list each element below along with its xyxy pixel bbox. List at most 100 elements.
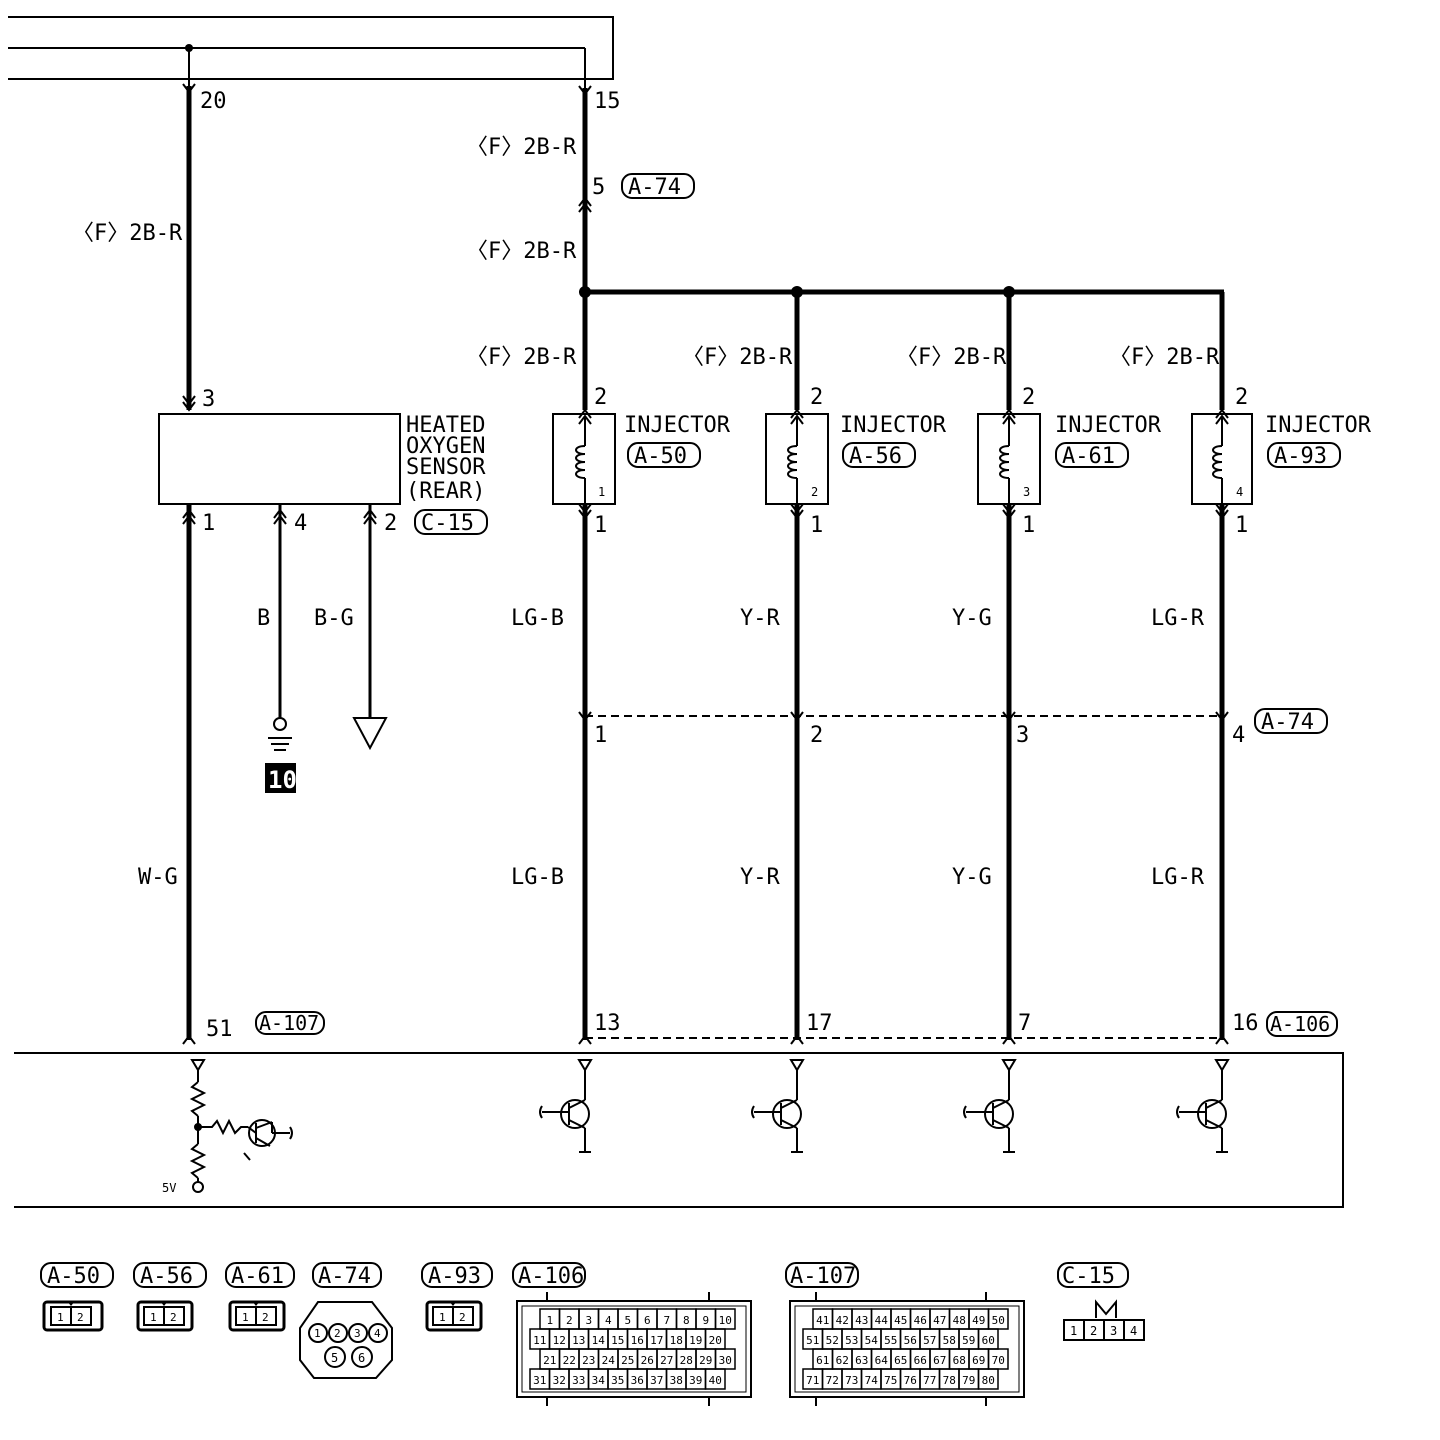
top-pin-left: 20 xyxy=(200,89,227,114)
legend-connector-a61: A-61 1 2 xyxy=(225,1262,295,1332)
a74-pin: 4 xyxy=(1232,723,1245,748)
injector-title: INJECTOR xyxy=(624,413,731,438)
connector-tag-a74: A-74 xyxy=(628,175,681,200)
legend-pin: 41 xyxy=(816,1314,829,1327)
legend-pin: 76 xyxy=(904,1374,917,1387)
legend-pin: 4 xyxy=(1130,1324,1137,1338)
injector-a93: 〈F〉2B-R 2 4 1 INJECTOR A-93 LG-R 4 LG-R … xyxy=(1109,292,1372,1045)
legend-pin: 2 xyxy=(459,1311,466,1324)
ground-point-badge xyxy=(265,763,296,793)
legend-pin: 47 xyxy=(933,1314,946,1327)
legend-label: A-56 xyxy=(140,1264,193,1289)
legend-pin: 48 xyxy=(953,1314,966,1327)
legend-pin: 56 xyxy=(904,1334,917,1347)
injector-a56: 〈F〉2B-R 2 2 1 INJECTOR A-56 Y-R 2 Y-R 17 xyxy=(682,292,947,1045)
connector-tag-frame xyxy=(414,509,488,535)
ecu-sensor-input-circuit xyxy=(189,1059,293,1193)
legend-pin: 6 xyxy=(358,1351,365,1365)
legend-pin: 28 xyxy=(680,1354,693,1367)
legend-pin: 69 xyxy=(972,1354,985,1367)
ecu-driver-transistor xyxy=(539,1059,593,1153)
legend-connector-a50: A-50 1 2 xyxy=(40,1262,114,1332)
legend-pin: 51 xyxy=(806,1334,819,1347)
legend-pin: 21 xyxy=(543,1354,556,1367)
wire-label-b-g: B-G xyxy=(314,606,354,631)
legend-pin: 15 xyxy=(611,1334,624,1347)
legend-pin: 60 xyxy=(982,1334,995,1347)
wire-label: Y-G xyxy=(952,606,992,631)
a74-pin: 2 xyxy=(810,723,823,748)
wire-label: LG-B xyxy=(511,606,564,631)
a74-pin: 3 xyxy=(1016,723,1029,748)
legend-pin: 66 xyxy=(914,1354,927,1367)
ecu-pin: 13 xyxy=(594,1011,621,1036)
connector-tag-a107: A-107 xyxy=(259,1011,319,1035)
legend-pin: 33 xyxy=(572,1374,585,1387)
legend-pin: 4 xyxy=(374,1327,381,1340)
injector-pin-top: 2 xyxy=(594,385,607,410)
sensor-title-line: HEATED xyxy=(406,413,485,438)
legend-pin: 46 xyxy=(914,1314,927,1327)
legend-pin: 80 xyxy=(982,1374,995,1387)
injector-pin-bottom: 1 xyxy=(594,513,607,538)
legend-pin: 11 xyxy=(533,1334,546,1347)
legend-pin: 32 xyxy=(553,1374,566,1387)
legend-pin: 53 xyxy=(845,1334,858,1347)
legend-pin: 49 xyxy=(972,1314,985,1327)
injector-pin-bottom: 1 xyxy=(1235,513,1248,538)
heated-oxygen-sensor-box xyxy=(158,413,401,505)
ecu-pin-51: 51 xyxy=(206,1017,233,1042)
legend-connector-c15: C-15 1 2 3 4 xyxy=(1057,1262,1145,1341)
connector-tag-c15: C-15 xyxy=(421,511,474,536)
legend-pin-cell xyxy=(704,1368,726,1390)
legend-pin: 3 xyxy=(354,1327,361,1340)
wire-label-2b-r: 〈F〉2B-R xyxy=(466,135,577,160)
legend-pin: 67 xyxy=(933,1354,946,1367)
legend-pin: 2 xyxy=(566,1314,573,1327)
legend-pin: 18 xyxy=(670,1334,683,1347)
legend-pin: 20 xyxy=(709,1334,722,1347)
legend-pin: 58 xyxy=(943,1334,956,1347)
injector-number: 3 xyxy=(1023,485,1030,499)
legend-pin: 1 xyxy=(314,1327,321,1340)
connector-tag-a74-mid: A-74 xyxy=(1261,710,1314,735)
injector-pin-top: 2 xyxy=(1235,385,1248,410)
legend-connector-a56: A-56 1 2 xyxy=(133,1262,207,1332)
legend-pin: 55 xyxy=(884,1334,897,1347)
legend-pin: 3 xyxy=(1110,1324,1117,1338)
legend-pin: 39 xyxy=(689,1374,702,1387)
connector-tag-a56: A-56 xyxy=(849,444,902,469)
ground-point-label: 10 xyxy=(268,766,297,794)
legend-label: A-107 xyxy=(790,1264,856,1289)
injector-number: 1 xyxy=(598,485,605,499)
legend-pin: 59 xyxy=(962,1334,975,1347)
injector-title: INJECTOR xyxy=(1265,413,1372,438)
legend-pin: 36 xyxy=(631,1374,644,1387)
wire-label: LG-R xyxy=(1151,606,1205,631)
legend-pin: 61 xyxy=(816,1354,829,1367)
ecu-pin: 16 xyxy=(1232,1011,1259,1036)
wire-label: LG-R xyxy=(1151,865,1205,890)
legend-pin: 42 xyxy=(836,1314,849,1327)
legend-pin: 25 xyxy=(621,1354,634,1367)
legend-pin: 65 xyxy=(894,1354,907,1367)
legend-pin: 37 xyxy=(650,1374,663,1387)
connector-tag-frame xyxy=(1267,442,1341,468)
legend-pin: 62 xyxy=(836,1354,849,1367)
legend-pin: 1 xyxy=(57,1311,64,1324)
injector-title: INJECTOR xyxy=(840,413,947,438)
legend-pin: 2 xyxy=(77,1311,84,1324)
wire-sensor-signal xyxy=(182,504,196,1045)
legend-pin: 31 xyxy=(533,1374,546,1387)
legend-pin: 50 xyxy=(992,1314,1005,1327)
legend-pin: 72 xyxy=(826,1374,839,1387)
legend-pin: 4 xyxy=(605,1314,612,1327)
injector-pin-bottom: 1 xyxy=(810,513,823,538)
legend-pin: 3 xyxy=(585,1314,592,1327)
injector-number: 4 xyxy=(1236,485,1243,499)
wire-sensor-supply xyxy=(182,48,196,412)
legend-label: C-15 xyxy=(1062,1264,1115,1289)
legend-pin: 71 xyxy=(806,1374,819,1387)
legend-pin: 22 xyxy=(563,1354,576,1367)
connector-tag-frame xyxy=(1254,708,1328,734)
